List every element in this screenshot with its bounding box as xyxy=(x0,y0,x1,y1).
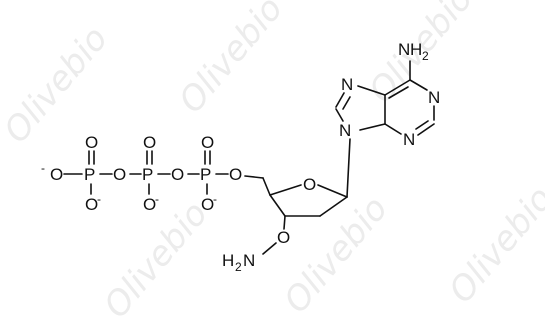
atom-bottom-charge1: - xyxy=(97,192,101,206)
atom-amine-h: H xyxy=(410,40,422,59)
atom-labels: N H 2 N N N N O O H 2 N O P O P O P O - … xyxy=(41,40,440,274)
bond-c6-c5-double xyxy=(388,86,409,99)
bond-n9-c1 xyxy=(346,138,351,198)
bond-layer xyxy=(63,60,435,255)
watermark-text: Olivebio xyxy=(441,179,545,311)
atom-bottom-o2: O xyxy=(143,195,156,214)
atom-oxyamine-o: O xyxy=(277,228,290,247)
bond-n9-c4 xyxy=(359,123,386,131)
bond-c5prime-o xyxy=(244,175,264,179)
bond-c4-c3 xyxy=(269,194,286,217)
atom-p2: P xyxy=(142,165,153,184)
bond-c2-n3 xyxy=(417,123,435,136)
atom-bottom-o3: O xyxy=(201,195,214,214)
watermark-text: Olivebio xyxy=(276,189,396,321)
bond-c1-o4 xyxy=(317,184,348,198)
atom-oxyamine-sub: 2 xyxy=(235,260,242,274)
atom-amine-sub: 2 xyxy=(422,49,429,63)
atom-p3: P xyxy=(200,165,211,184)
atom-n7: N xyxy=(341,75,353,94)
atom-ring-oxygen: O xyxy=(303,175,316,194)
atom-top-o3: O xyxy=(201,133,214,152)
atom-bridge-o2: O xyxy=(171,165,184,184)
bond-c8-n9 xyxy=(335,108,344,122)
atom-n3: N xyxy=(403,130,415,149)
bond-o4-c4 xyxy=(269,184,302,196)
atom-top-o1: O xyxy=(85,133,98,152)
bond-c2-c1 xyxy=(319,196,348,217)
atom-oxyamine-h: H xyxy=(222,251,234,270)
atom-terminal-o: O xyxy=(50,165,63,184)
bond-c6-n1 xyxy=(409,79,428,91)
atom-oxyamine-n: N xyxy=(243,251,255,270)
bond-o-n xyxy=(262,242,277,255)
bond-n7-c8-double xyxy=(342,96,351,110)
bond-c2-n3-double xyxy=(415,120,429,130)
atom-bridge-o1: O xyxy=(113,165,126,184)
bond-c4-n3 xyxy=(384,123,402,135)
atom-amine-n: N xyxy=(398,40,410,59)
atom-bottom-charge3: - xyxy=(213,192,217,206)
atom-bottom-o1: O xyxy=(85,195,98,214)
atom-p1: P xyxy=(84,165,95,184)
atom-top-o2: O xyxy=(143,133,156,152)
atom-n9: N xyxy=(339,121,351,140)
atom-terminal-charge: - xyxy=(41,161,45,175)
bond-c6-c5 xyxy=(384,79,411,96)
atom-n1: N xyxy=(428,88,440,107)
bond-c5-n7 xyxy=(357,85,386,96)
bond-c3-o xyxy=(283,215,286,230)
watermark-text: Olivebio xyxy=(171,0,291,121)
bond-c4-c5prime xyxy=(262,177,271,196)
watermark-text: Olivebio xyxy=(0,19,116,151)
bond-n7-c8 xyxy=(335,92,345,108)
atom-bridge-o3: O xyxy=(229,165,242,184)
atom-bottom-charge2: - xyxy=(155,192,159,206)
